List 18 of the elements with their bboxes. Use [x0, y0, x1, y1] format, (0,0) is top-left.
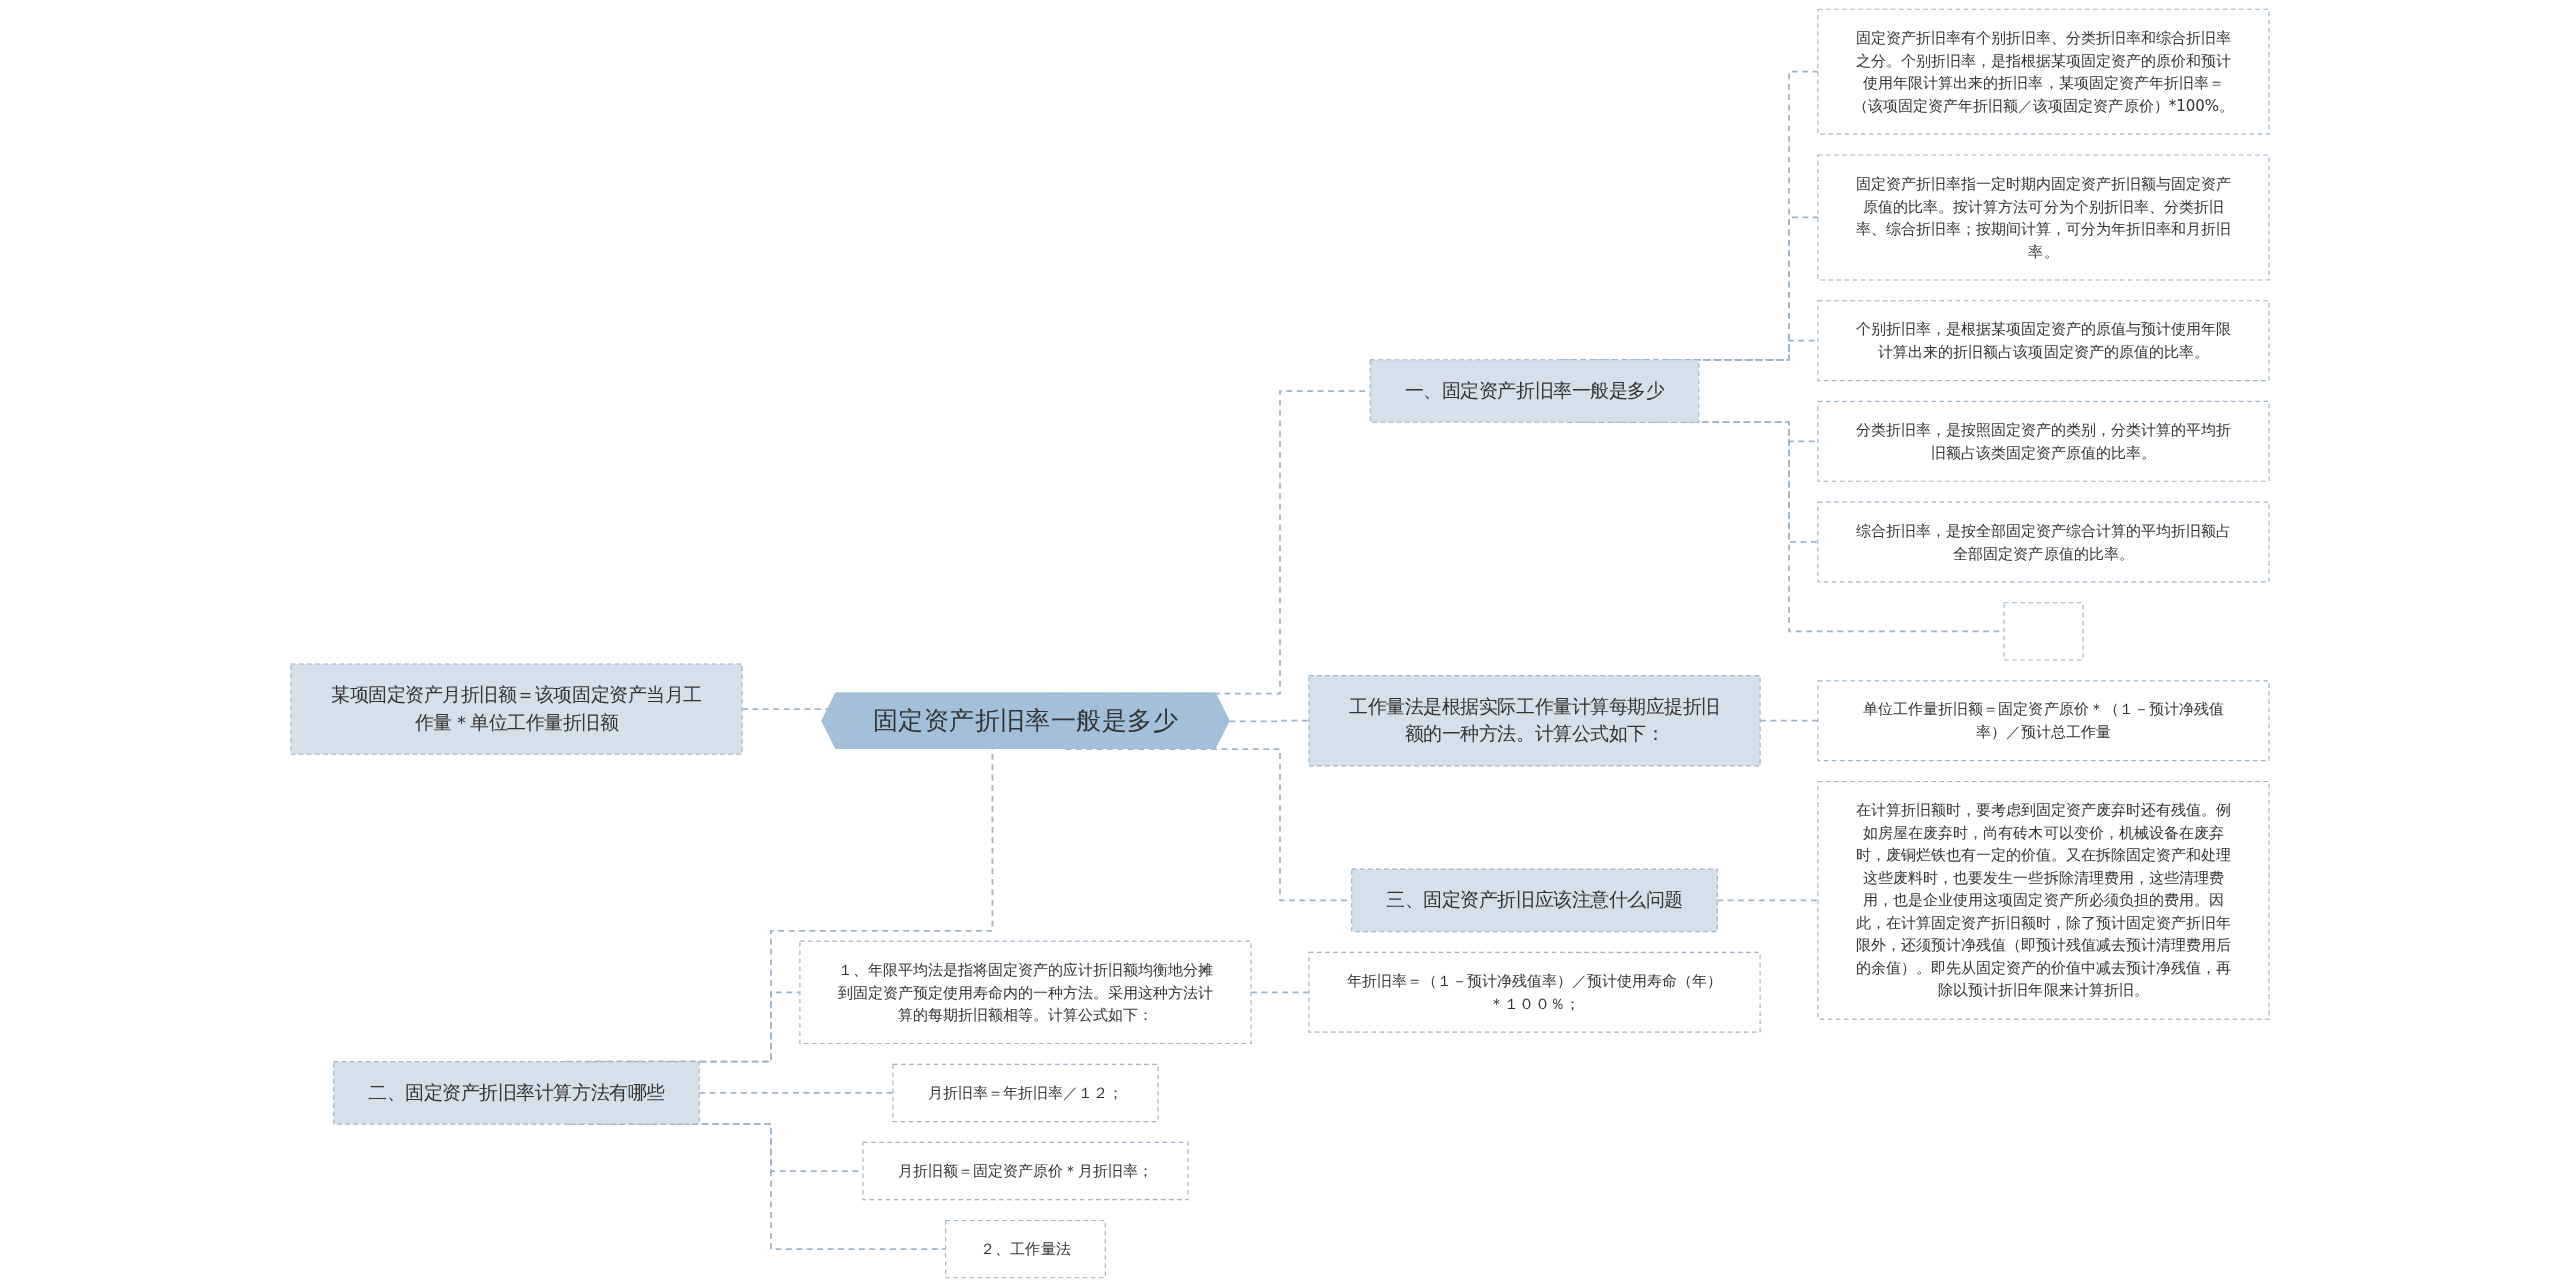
- node-box: [1817, 780, 2270, 1020]
- node-box: [1351, 868, 1718, 933]
- node-box: [1817, 501, 2270, 583]
- node-box: [1817, 8, 2270, 135]
- node-box: [2003, 602, 2084, 661]
- node-box: [862, 1141, 1189, 1201]
- node-box: [892, 1063, 1159, 1123]
- node-box: [945, 1219, 1106, 1279]
- node-box: [1369, 359, 1700, 423]
- node-box: [799, 940, 1252, 1045]
- node-box: [1817, 154, 2270, 281]
- node-box: [1308, 675, 1761, 767]
- node-box: [333, 1061, 700, 1125]
- node-box: [1817, 300, 2270, 382]
- node-box: [1308, 951, 1761, 1033]
- node-box: [290, 663, 743, 755]
- node-box: [1817, 680, 2270, 762]
- node-box: [1817, 400, 2270, 482]
